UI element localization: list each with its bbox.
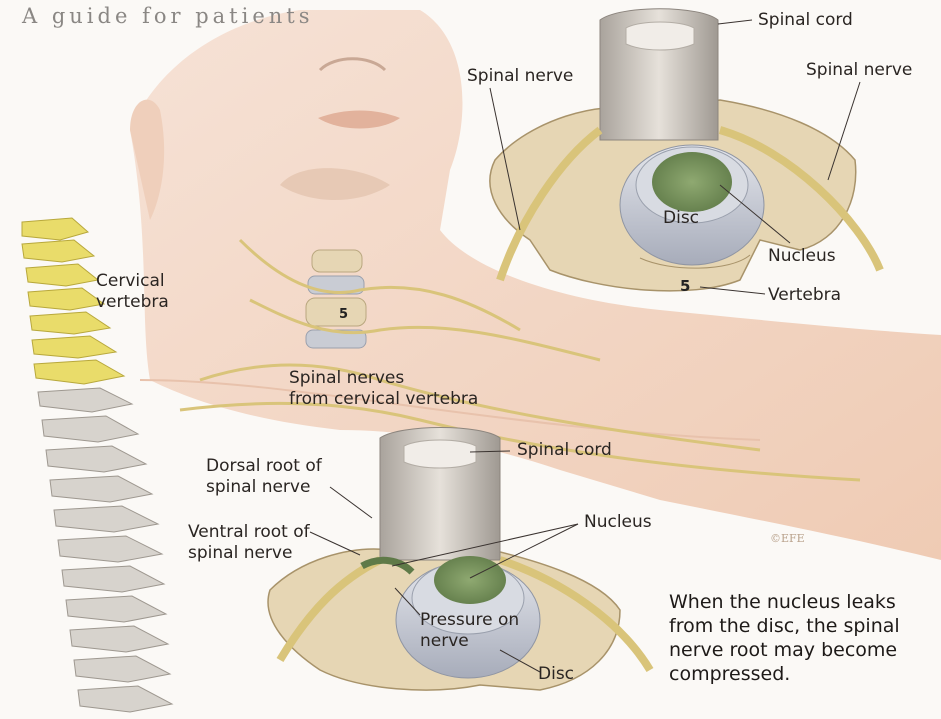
lower-vertebrae <box>38 388 172 712</box>
label-spinal-cord-bottom: Spinal cord <box>517 440 612 461</box>
label-spinal-nerves-from-cervical: Spinal nerves from cervical vertebra <box>289 368 478 410</box>
label-spinal-cord-top: Spinal cord <box>758 10 853 31</box>
label-nucleus-top: Nucleus <box>768 246 836 267</box>
label-cervical-vertebra: Cervical vertebra <box>96 271 169 313</box>
label-vertebra: Vertebra <box>768 285 841 306</box>
label-pressure-on-nerve: Pressure on nerve <box>420 610 519 652</box>
vertebra-number-top: 5 <box>680 277 690 295</box>
label-spinal-nerve-left: Spinal nerve <box>467 66 573 87</box>
artist-watermark: ©EFE <box>770 532 805 545</box>
caption-text: When the nucleus leaks from the disc, th… <box>669 590 900 686</box>
label-ventral-root: Ventral root of spinal nerve <box>188 522 310 564</box>
label-spinal-nerve-right: Spinal nerve <box>806 60 912 81</box>
guide-header: A guide for patients <box>22 4 314 28</box>
label-disc-bottom: Disc <box>538 664 574 685</box>
label-nucleus-bottom: Nucleus <box>584 512 652 533</box>
label-disc-top: Disc <box>663 208 699 229</box>
label-dorsal-root: Dorsal root of spinal nerve <box>206 456 322 498</box>
neck-vertebra-number: 5 <box>339 307 348 322</box>
